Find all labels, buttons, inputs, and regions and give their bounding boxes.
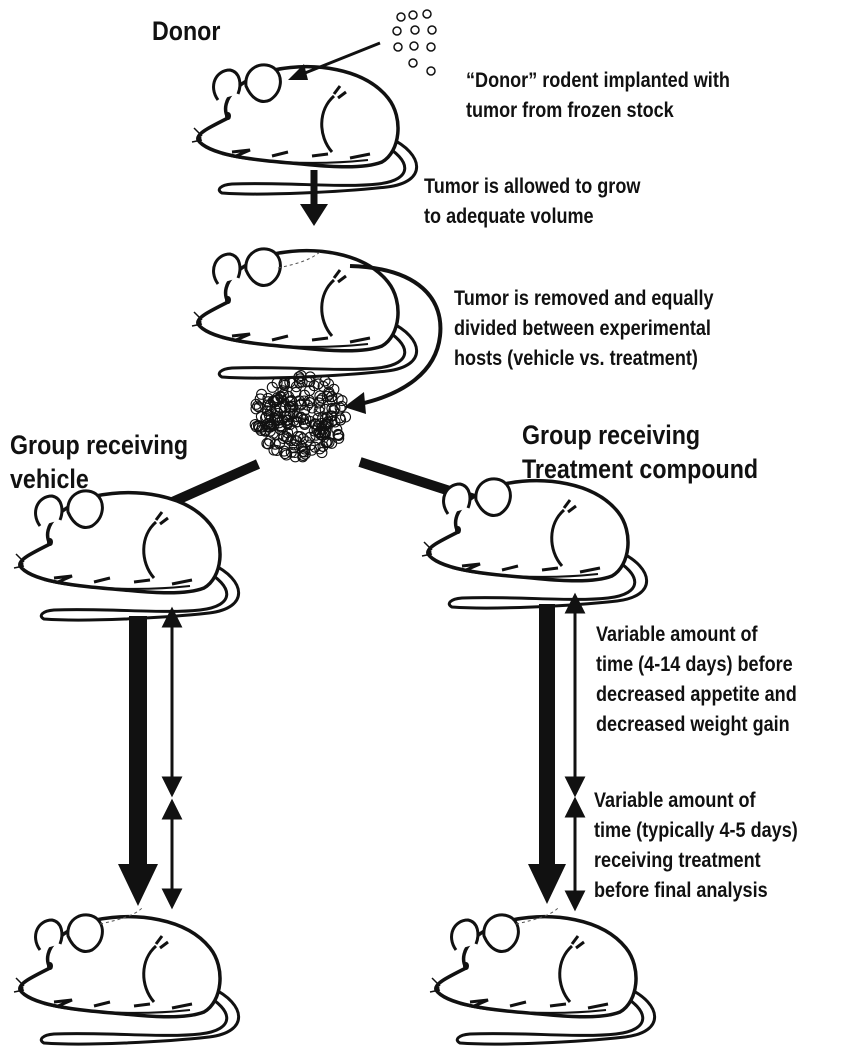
tumor-cell bbox=[262, 396, 274, 408]
tumor-cell bbox=[320, 425, 332, 437]
tumor-cell bbox=[334, 402, 346, 414]
tumor-cell bbox=[272, 407, 284, 420]
tumor-cell bbox=[314, 401, 326, 414]
tumor-cell bbox=[290, 386, 302, 399]
tumor-cell bbox=[302, 399, 314, 411]
removal-arrow bbox=[344, 264, 443, 414]
mouse-icon bbox=[12, 907, 241, 1046]
tumor-cell bbox=[275, 420, 287, 432]
tumor-cell bbox=[275, 390, 287, 402]
tumor-cell bbox=[269, 438, 281, 450]
tumor-cell bbox=[256, 388, 268, 400]
tumor-cell bbox=[293, 371, 305, 383]
tumor-cell bbox=[277, 385, 289, 397]
vehicle-timeline-arrow bbox=[118, 616, 158, 906]
tumor-cell bbox=[274, 423, 286, 435]
tumor-cell bbox=[254, 393, 266, 405]
tumor-cell bbox=[331, 423, 343, 435]
tumor-cell bbox=[314, 426, 326, 438]
tumor-cell bbox=[332, 428, 344, 440]
implant-arrow bbox=[288, 41, 381, 80]
tumor-cell bbox=[295, 370, 307, 382]
tumor-cell bbox=[339, 411, 352, 423]
tumor-cell bbox=[317, 380, 329, 392]
mouse-icon bbox=[190, 247, 419, 380]
donor-title: Donor bbox=[152, 16, 221, 46]
appetite-interval-description: Variable amount of time (4-14 days) befo… bbox=[596, 623, 797, 736]
tumor-cell bbox=[299, 443, 311, 455]
tumor-cell bbox=[320, 436, 332, 448]
tumor-cell bbox=[326, 394, 338, 406]
tumor-cells-icon bbox=[392, 9, 437, 76]
tumor-cell bbox=[297, 451, 309, 463]
tumor-cell bbox=[314, 390, 326, 402]
treatment-timeline-arrow bbox=[528, 604, 566, 904]
tumor-cell bbox=[278, 378, 290, 390]
mouse-icon bbox=[12, 489, 241, 622]
tumor-cell bbox=[336, 400, 348, 412]
donor-description: “Donor” rodent implanted with tumor from… bbox=[466, 69, 730, 122]
tumor-cell bbox=[294, 399, 307, 411]
mouse-icon bbox=[428, 907, 657, 1046]
tumor-cell bbox=[325, 410, 337, 422]
mouse-icon bbox=[190, 63, 419, 196]
tumor-cell bbox=[273, 438, 286, 450]
tumor-cell bbox=[315, 394, 327, 406]
grow-description: Tumor is allowed to grow to adequate vol… bbox=[424, 175, 641, 228]
tumor-cell bbox=[285, 435, 297, 447]
tumor-cell bbox=[297, 413, 310, 426]
treatment-group-label: Group receiving Treatment compound bbox=[522, 420, 759, 484]
tumor-cell bbox=[285, 403, 297, 415]
tumor-cell bbox=[326, 415, 338, 427]
tumor-cell bbox=[266, 381, 278, 393]
tumor-cell bbox=[295, 412, 307, 424]
tumor-cell bbox=[295, 398, 307, 410]
vehicle-group-label: Group receiving vehicle bbox=[10, 430, 189, 494]
tumor-cell bbox=[284, 419, 296, 431]
removal-description: Tumor is removed and equally divided bet… bbox=[454, 287, 714, 370]
tumor-cell bbox=[259, 425, 271, 437]
tumor-cell bbox=[289, 451, 301, 463]
tumor-cell bbox=[314, 443, 326, 455]
tumor-cell bbox=[296, 446, 308, 458]
tumor-cell bbox=[280, 401, 292, 413]
mouse-icon bbox=[420, 477, 649, 610]
tumor-cell bbox=[304, 439, 316, 451]
tumor-cell bbox=[260, 411, 272, 423]
tumor-cell bbox=[301, 376, 313, 388]
tumor-mass-icon bbox=[249, 370, 352, 463]
tumor-cell bbox=[319, 375, 331, 387]
tumor-cell bbox=[261, 405, 273, 417]
tumor-cell bbox=[309, 418, 321, 430]
tumor-cell bbox=[250, 403, 262, 415]
treatment-interval-description: Variable amount of time (typically 4-5 d… bbox=[594, 789, 798, 902]
tumor-cell bbox=[326, 391, 338, 403]
tumor-cell bbox=[319, 427, 331, 439]
tumor-cell bbox=[309, 441, 321, 453]
treatment-interval-arrow bbox=[564, 592, 586, 912]
grow-arrow bbox=[300, 170, 328, 226]
tumor-cell bbox=[283, 401, 295, 413]
tumor-cell bbox=[295, 440, 308, 452]
vehicle-interval-arrow bbox=[161, 606, 183, 910]
